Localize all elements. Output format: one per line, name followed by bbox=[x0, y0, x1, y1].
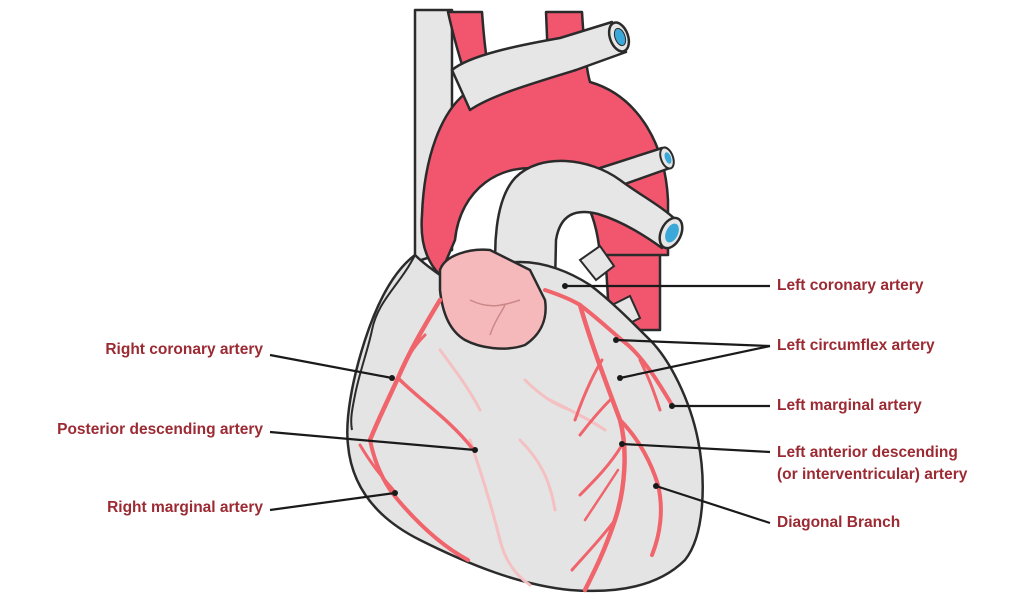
label-left-circumflex-artery: Left circumflex artery bbox=[777, 336, 935, 356]
label-right-marginal-artery: Right marginal artery bbox=[107, 498, 263, 518]
label-posterior-descending-artery: Posterior descending artery bbox=[57, 420, 263, 440]
label-left-marginal-artery: Left marginal artery bbox=[777, 396, 922, 416]
label-left-coronary-artery: Left coronary artery bbox=[777, 276, 923, 296]
label-diagonal-branch: Diagonal Branch bbox=[777, 513, 900, 533]
label-lad-line-2: (or interventricular) artery bbox=[777, 465, 967, 485]
label-lad-line-1: Left anterior descending bbox=[777, 443, 958, 463]
label-right-coronary-artery: Right coronary artery bbox=[105, 340, 263, 360]
